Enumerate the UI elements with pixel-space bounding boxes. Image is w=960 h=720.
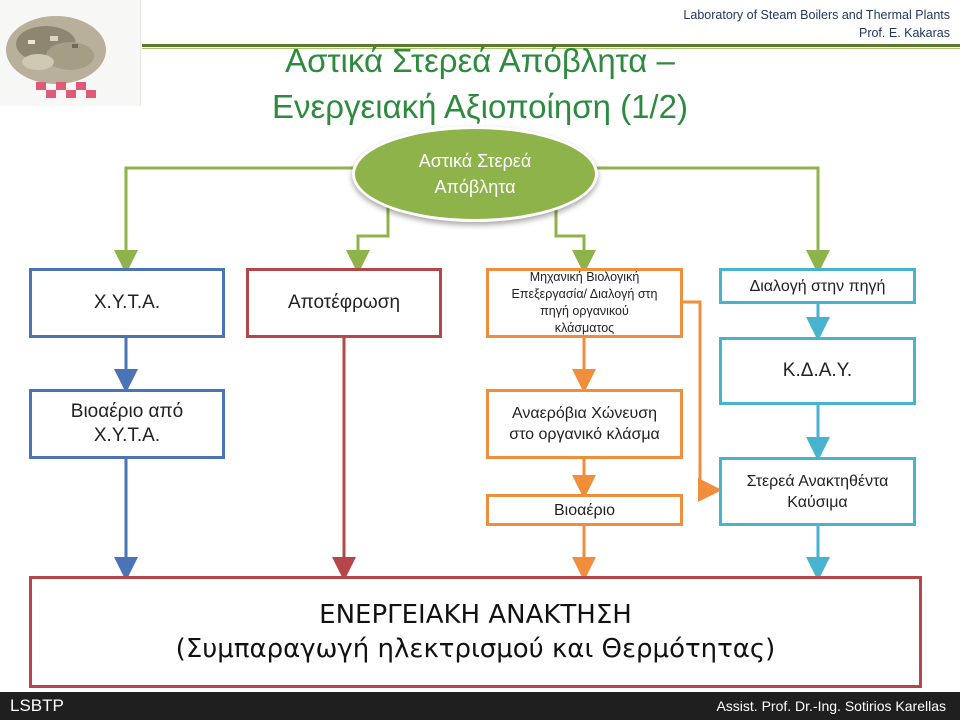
node-mbt-line2: Επεξεργασία/ Διαλογή στη — [511, 287, 658, 301]
node-energy-recovery: ΕΝΕΡΓΕΙΑΚΗ ΑΝΑΚΤΗΣΗ (Συμπαραγωγή ηλεκτρι… — [29, 576, 922, 688]
slide-title-line1: Αστικά Στερεά Απόβλητα – — [285, 42, 675, 79]
node-anaerobia-line2: στο οργανικό κλάσμα — [509, 426, 660, 443]
node-srf-line2: Καύσιμα — [787, 493, 848, 511]
waste-photo-logo — [0, 0, 141, 106]
node-dialogi-label: Διαλογή στην πηγή — [749, 277, 886, 295]
root-label-line2: Απόβλητα — [434, 177, 516, 197]
node-anaerobia: Αναερόβια Χώνευση στο οργανικό κλάσμα — [486, 389, 683, 459]
header-divider-light — [142, 48, 960, 49]
root-node-msw: Αστικά Στερεά Απόβλητα — [352, 126, 598, 222]
footer-lab-acronym: LSBTP — [10, 696, 64, 715]
node-bioaerio-xyta-line2: Χ.Υ.Τ.Α. — [93, 425, 161, 446]
energy-recovery-line1: ΕΝΕΡΓΕΙΑΚΗ ΑΝΑΚΤΗΣΗ — [319, 600, 632, 630]
node-bioaerio-xyta-line1: Βιοαέριο από — [70, 401, 184, 422]
energy-recovery-line2: (Συμπαραγωγή ηλεκτρισμού και Θερμότητας) — [175, 634, 776, 664]
slide-title: Αστικά Στερεά Απόβλητα – Ενεργειακή Αξιο… — [230, 38, 730, 130]
node-kday: Κ.Δ.Α.Υ. — [719, 337, 916, 405]
node-srf-line1: Στερεά Ανακτηθέντα — [746, 472, 889, 490]
node-anaerobia-line1: Αναερόβια Χώνευση — [511, 405, 658, 422]
node-kday-label: Κ.Δ.Α.Υ. — [782, 360, 853, 381]
node-bioaerio: Βιοαέριο — [486, 494, 683, 526]
node-mbt-line4: κλάσματος — [554, 321, 615, 335]
root-label-line1: Αστικά Στερεά — [418, 151, 532, 171]
arrow-mbt-to-srf — [683, 300, 722, 502]
node-apotefrosi-label: Αποτέφρωση — [287, 292, 401, 313]
node-bioaerio-label: Βιοαέριο — [553, 501, 616, 519]
header-divider — [142, 44, 960, 47]
professor-name: Prof. E. Kakaras — [858, 26, 950, 40]
node-dialogi: Διαλογή στην πηγή — [719, 268, 916, 304]
node-srf: Στερεά Ανακτηθέντα Καύσιμα — [719, 457, 916, 526]
arrow-root-to-mbt — [554, 205, 596, 274]
lab-name: Laboratory of Steam Boilers and Thermal … — [683, 8, 950, 22]
node-apotefrosi: Αποτέφρωση — [246, 268, 442, 338]
arrow-root-to-dialogi — [590, 166, 830, 274]
node-mbt-line1: Μηχανική Βιολογική — [529, 270, 640, 284]
node-mbt-line3: πηγή οργανικού — [540, 304, 629, 318]
arrow-root-to-xyta — [114, 166, 355, 274]
node-bioaerio-xyta: Βιοαέριο από Χ.Υ.Τ.Α. — [29, 389, 225, 459]
footer-bar — [0, 692, 960, 720]
node-xyta: Χ.Υ.Τ.Α. — [29, 268, 225, 338]
arrow-root-to-apotefrosi — [346, 205, 390, 274]
footer-author: Assist. Prof. Dr.-Ing. Sotirios Karellas — [716, 698, 946, 714]
node-mbt: Μηχανική Βιολογική Επεξεργασία/ Διαλογή … — [486, 268, 683, 338]
header-lab-info: Laboratory of Steam Boilers and Thermal … — [683, 6, 950, 42]
node-xyta-label: Χ.Υ.Τ.Α. — [93, 292, 161, 313]
slide-title-line2: Ενεργειακή Αξιοποίηση (1/2) — [272, 88, 688, 125]
